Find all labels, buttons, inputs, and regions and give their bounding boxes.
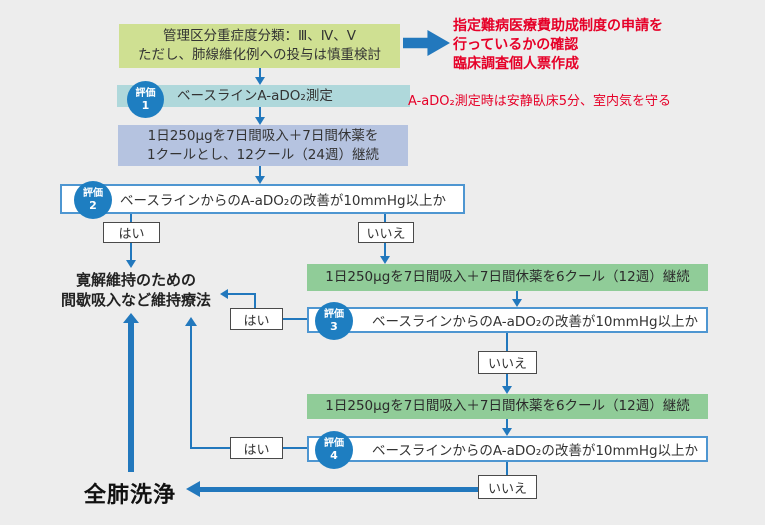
continuation-box-1: 1日250μgを7日間吸入＋7日間休薬を6クール（12週）継続 <box>307 264 708 291</box>
flow-line <box>506 419 508 429</box>
eval3-yes-label: はい <box>243 313 270 329</box>
application-note-line1: 指定難病医療費助成制度の申請を <box>453 18 663 34</box>
severity-line1: 管理区分重症度分類：Ⅲ、Ⅳ、Ⅴ <box>162 28 356 44</box>
arrow-down-icon <box>502 428 512 436</box>
flow-line-thick <box>128 322 134 472</box>
flow-line <box>506 374 508 387</box>
eval4-badge: 評価 4 <box>315 431 353 469</box>
induction-regimen-box: 1日250μgを7日間吸入＋7日間休薬を 1クールとし、12クール（24週）継続 <box>118 125 408 166</box>
flow-line <box>516 291 518 300</box>
eval3-no-label: いいえ <box>487 357 527 372</box>
continuation-box-2: 1日250μgを7日間吸入＋7日間休薬を6クール（12週）継続 <box>307 394 708 419</box>
arrow-down-icon <box>255 117 265 125</box>
flow-line <box>384 214 386 222</box>
severity-classification-box: 管理区分重症度分類：Ⅲ、Ⅳ、Ⅴ ただし、肺線維化例への投与は慎重検討 <box>119 24 400 68</box>
eval4-yes-box: はい <box>230 437 283 459</box>
eval3-question-box: ベースラインからのA-aDO₂の改善が10mmHg以上か <box>307 307 708 333</box>
application-note: 指定難病医療費助成制度の申請を 行っているかの確認 臨床調査個人票作成 <box>453 17 663 74</box>
eval2-no-label: いいえ <box>366 227 406 242</box>
eval2-yes-label: はい <box>118 227 145 242</box>
flow-line <box>191 447 230 449</box>
eval1-badge-number: 1 <box>141 98 150 112</box>
severity-classification-text: 管理区分重症度分類：Ⅲ、Ⅳ、Ⅴ ただし、肺線維化例への投与は慎重検討 <box>138 27 381 65</box>
flow-line-thick <box>199 487 478 492</box>
flow-line <box>283 447 307 449</box>
arrow-down-icon <box>380 256 390 264</box>
arrow-down-icon <box>126 260 136 268</box>
measurement-condition-text: A-aDO₂測定時は安静臥床5分、室内気を守る <box>408 94 671 109</box>
eval3-badge-number: 3 <box>330 320 338 333</box>
severity-line2: ただし、肺線維化例への投与は慎重検討 <box>138 47 381 63</box>
flow-line <box>190 325 192 449</box>
flow-line <box>506 333 508 351</box>
flow-line <box>259 107 261 117</box>
flow-line <box>254 294 256 308</box>
induction-regimen-text: 1日250μgを7日間吸入＋7日間休薬を 1クールとし、12クール（24週）継続 <box>147 127 379 165</box>
eval3-badge: 評価 3 <box>315 302 353 340</box>
induction-line2: 1クールとし、12クール（24週）継続 <box>147 146 379 163</box>
eval4-no-label: いいえ <box>487 481 527 497</box>
eval2-no-box: いいえ <box>358 222 414 243</box>
flow-line <box>384 243 386 256</box>
baseline-measure-text: ベースラインA-aDO₂測定 <box>177 87 333 104</box>
eval4-badge-label: 評価 <box>324 438 344 449</box>
induction-line1: 1日250μgを7日間吸入＋7日間休薬を <box>147 127 379 144</box>
eval2-badge-label: 評価 <box>83 188 103 199</box>
flow-line <box>130 214 132 222</box>
flow-line <box>506 462 508 475</box>
flow-line <box>259 166 261 177</box>
block-arrow-right-icon <box>403 30 450 56</box>
maintenance-line1: 寛解維持のための <box>75 271 196 289</box>
arrow-up-icon <box>185 317 197 326</box>
arrow-left-icon <box>220 289 228 299</box>
arrow-down-icon <box>255 77 265 85</box>
eval3-no-box: いいえ <box>478 351 537 374</box>
eval4-question-text: ベースラインからのA-aDO₂の改善が10mmHg以上か <box>372 443 699 459</box>
arrow-down-icon <box>255 176 265 184</box>
whole-lung-lavage-label: 全肺洗浄 <box>84 483 177 508</box>
arrow-up-thick-icon <box>123 313 139 323</box>
eval2-question-box: ベースラインからのA-aDO₂の改善が10mmHg以上か <box>60 184 465 214</box>
continuation-box-1-text: 1日250μgを7日間吸入＋7日間休薬を6クール（12週）継続 <box>325 269 690 285</box>
eval2-yes-box: はい <box>103 222 160 243</box>
maintenance-line2: 間歇吸入など維持療法 <box>60 290 211 309</box>
flow-line <box>283 318 307 320</box>
eval3-badge-label: 評価 <box>324 309 344 320</box>
eval3-yes-box: はい <box>230 308 283 330</box>
eval4-yes-label: はい <box>243 442 270 458</box>
arrow-left-thick-icon <box>186 481 200 497</box>
maintenance-therapy-text: 寛解維持のための 間歇吸入など維持療法 <box>58 271 214 310</box>
application-note-line2: 行っているかの確認 <box>453 37 579 53</box>
eval1-badge: 評価 1 <box>127 81 164 118</box>
eval4-question-box: ベースラインからのA-aDO₂の改善が10mmHg以上か <box>307 436 708 462</box>
eval2-question-text: ベースラインからのA-aDO₂の改善が10mmHg以上か <box>120 193 447 209</box>
eval2-badge-number: 2 <box>89 199 97 212</box>
application-note-line3: 臨床調査個人票作成 <box>453 56 579 72</box>
arrow-down-icon <box>502 386 512 394</box>
arrow-down-icon <box>512 299 522 307</box>
baseline-measure-box: ベースラインA-aDO₂測定 <box>117 85 410 107</box>
eval2-badge: 評価 2 <box>74 181 112 219</box>
flow-line <box>259 68 261 77</box>
flow-line <box>130 243 132 260</box>
eval4-badge-number: 4 <box>330 449 338 462</box>
eval3-question-text: ベースラインからのA-aDO₂の改善が10mmHg以上か <box>372 314 699 330</box>
flow-line <box>228 293 256 295</box>
eval1-badge-label: 評価 <box>135 87 156 99</box>
measurement-condition-note: A-aDO₂測定時は安静臥床5分、室内気を守る <box>408 90 671 109</box>
continuation-box-2-text: 1日250μgを7日間吸入＋7日間休薬を6クール（12週）継続 <box>325 398 690 414</box>
whole-lung-lavage-text: 全肺洗浄 <box>84 477 176 509</box>
eval4-no-box: いいえ <box>478 475 537 499</box>
